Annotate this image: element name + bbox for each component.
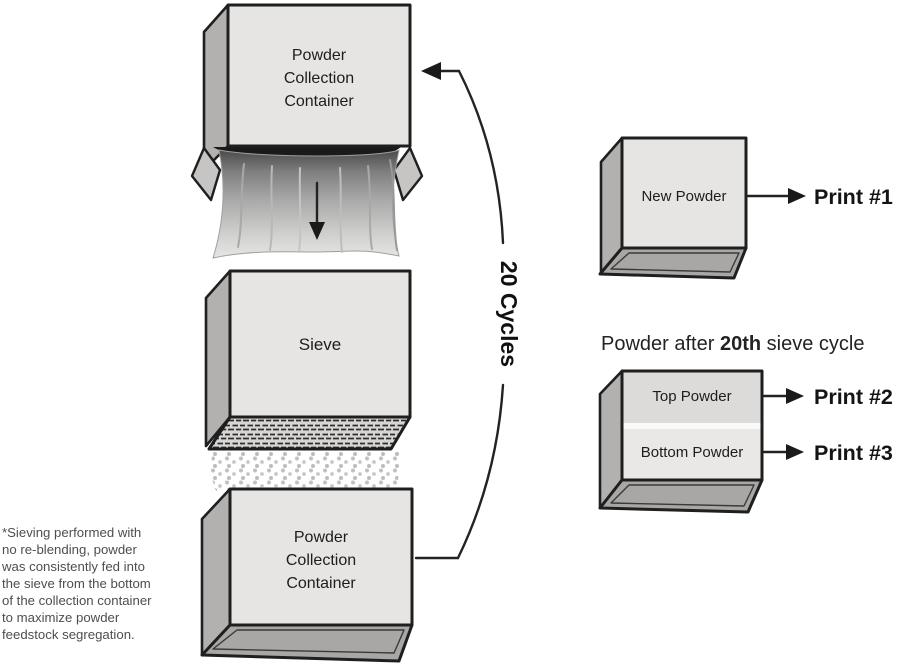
footnote-line: of the collection container [2,593,152,608]
top-collection-container: Powder Collection Container [190,3,424,202]
top-container-front-face [226,3,412,148]
sieved-powder-box: Top Powder Bottom Powder [598,369,764,514]
caption-part1: Powder after [601,333,720,355]
sieved-box-tray-rim [610,484,755,507]
sieved-box-bottom-powder-section [622,429,762,480]
top-container-side-face [202,3,230,172]
top-container-label-line2: Collection [284,70,354,87]
powder-streak [367,165,373,250]
print2-label: Print #2 [814,385,893,409]
bottom-container-front-face [228,487,414,627]
new-powder-front-face [620,136,748,250]
cycle-arrow-lower-curve [414,383,505,560]
sieve-side-face [204,269,232,448]
footnote-line: the sieve from the bottom [2,576,151,591]
print2-arrow [762,388,804,404]
top-container-label-line1: Powder [292,47,347,64]
print1-arrow [746,188,806,204]
bottom-collection-container: Powder Collection Container [200,487,414,663]
cycle-arrow-upper-curve [426,69,505,245]
bottom-container-label-line1: Powder [294,529,349,546]
sieved-box-top-powder-section [622,371,762,423]
cycle-arrow-head [421,62,441,80]
bottom-container-tray-rim [212,629,405,654]
top-container-right-flap [392,146,424,202]
new-powder-box: New Powder [598,136,748,280]
footnote: *Sieving performed with no re-blending, … [1,525,152,642]
powder-flow [212,149,400,259]
bottom-container-label-line3: Container [286,575,356,592]
sieve-front-face [228,269,412,419]
sieved-box-divider [622,423,762,429]
top-container-left-flap [190,146,222,202]
powder-streak [339,167,343,253]
powder-streak [389,159,398,251]
footnote-line: no re-blending, powder [2,542,138,557]
cycle-loop-arrow: 20 Cycles [414,62,522,560]
footnote-line: feedstock segregation. [2,627,135,642]
sieve-label: Sieve [299,335,342,354]
powder-flow-curtain [212,149,400,259]
bottom-powder-label: Bottom Powder [641,444,744,461]
print2-arrow-head [786,388,804,404]
new-powder-label: New Powder [641,188,726,205]
print3-arrow-head [786,444,804,460]
caption-part2-bold: 20th [720,333,761,355]
top-powder-label: Top Powder [652,388,731,405]
caption-part3: sieve cycle [761,333,864,355]
print3-label: Print #3 [814,441,893,465]
sieved-box-front-border [620,369,764,482]
sieve-mesh [207,415,412,451]
footnote-line: to maximize powder [2,610,120,625]
print3-arrow [762,444,804,460]
powder-streak [298,167,302,253]
flow-down-arrow-head [309,222,325,240]
footnote-line: was consistently fed into [1,559,145,574]
footnote-line: *Sieving performed with [2,525,141,540]
new-powder-tray-rim [610,252,740,273]
falling-powder-dots [209,452,401,491]
print1-label: Print #1 [814,185,893,209]
powder-streak [237,163,245,248]
bottom-container-label-line2: Collection [286,552,356,569]
cycles-count-label: 20 Cycles [496,261,522,367]
sieve-box: Sieve [204,269,412,491]
top-container-label-line3: Container [284,93,354,110]
print1-arrow-head [788,188,806,204]
powder-streak [269,165,273,251]
sieve-cycle-caption: Powder after 20th sieve cycle [601,333,864,355]
